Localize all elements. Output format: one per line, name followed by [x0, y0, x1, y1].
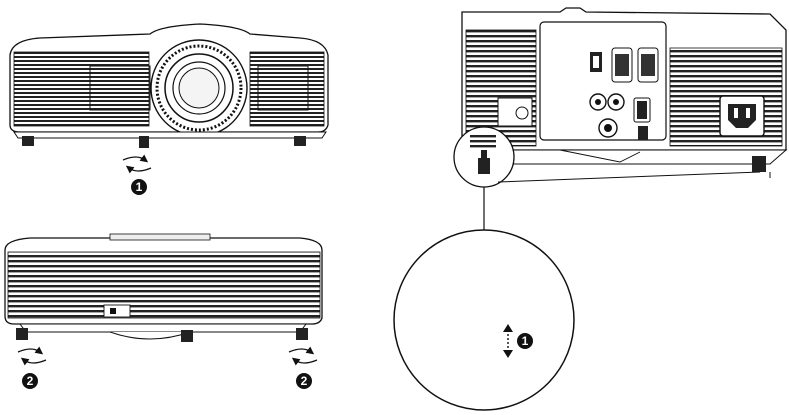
power-socket: [719, 95, 765, 137]
callout-rear-right: 2: [301, 374, 308, 388]
projector-lens: [150, 39, 248, 137]
rotate-arrows-icon: [288, 346, 318, 366]
rotate-arrows-icon: [122, 154, 152, 174]
front-tilt-foot: [139, 136, 149, 148]
lock-slot: [103, 304, 131, 318]
mini-usb-port: [638, 126, 648, 140]
projector-front-view: 1: [9, 23, 329, 195]
callout-badge: 2: [22, 373, 38, 389]
audio-ports: [589, 93, 625, 138]
zoom-source-circle: [453, 126, 515, 188]
tilt-foot-zoom-view: 1: [393, 229, 580, 411]
callout-badge: 1: [517, 333, 533, 349]
rear-right-foot: [296, 328, 308, 340]
callout-badge: 2: [296, 373, 312, 389]
rotate-arrows-icon: [17, 346, 47, 366]
callout-zoom-tilt: 1: [522, 334, 529, 348]
callout-front-tilt: 1: [136, 180, 143, 194]
callout-rear-left: 2: [27, 374, 34, 388]
rear-left-foot: [16, 328, 28, 340]
up-down-arrow-icon: [503, 324, 513, 358]
projector-rear-view: 2 2: [4, 233, 323, 389]
projector-back-panel-view: [453, 7, 788, 188]
callout-badge: 1: [131, 179, 147, 195]
